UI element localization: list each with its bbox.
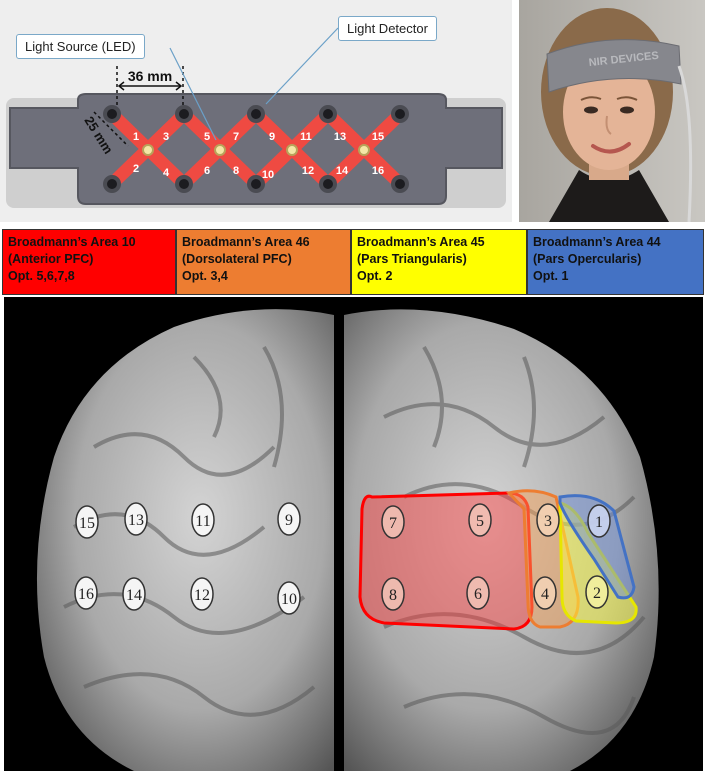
brain-optode-1: 1 <box>587 504 611 538</box>
svg-text:8: 8 <box>389 587 397 604</box>
svg-text:2: 2 <box>593 585 601 602</box>
svg-text:9: 9 <box>285 512 293 529</box>
light-source-label: Light Source (LED) <box>16 34 145 59</box>
svg-text:13: 13 <box>128 512 144 529</box>
brain-optode-markers: 15 13 11 9 16 14 12 10 7 5 3 1 8 6 4 2 <box>74 502 611 615</box>
device-optode-label: 12 <box>302 165 314 177</box>
brain-optode-16: 16 <box>74 576 98 610</box>
brain-optode-4: 4 <box>533 576 557 610</box>
svg-text:5: 5 <box>476 513 484 530</box>
brain-optode-15: 15 <box>75 505 99 539</box>
brain-optode-11: 11 <box>191 503 215 537</box>
legend-title: Broadmann’s Area 10 <box>8 235 136 249</box>
brain-optode-14: 14 <box>122 577 146 611</box>
legend-area-44: Broadmann’s Area 44 (Pars Opercularis) O… <box>527 229 704 295</box>
left-hemisphere <box>36 309 335 771</box>
device-optode-label: 15 <box>372 131 384 143</box>
svg-text:3: 3 <box>544 513 552 530</box>
svg-text:11: 11 <box>195 513 210 530</box>
device-optode-label: 9 <box>269 131 275 143</box>
device-optode-label: 6 <box>204 165 210 177</box>
person-illustration: NIR DEVICES <box>519 0 705 222</box>
device-optode-label: 2 <box>133 163 139 175</box>
legend-title: Broadmann’s Area 46 <box>182 235 310 249</box>
brain-optode-8: 8 <box>381 577 405 611</box>
legend-subtitle: (Pars Opercularis) <box>533 252 642 266</box>
legend-area-46: Broadmann’s Area 46 (Dorsolateral PFC) O… <box>176 229 351 295</box>
legend-subtitle: (Dorsolateral PFC) <box>182 252 292 266</box>
device-optode-label: 13 <box>334 131 346 143</box>
legend-optodes: Opt. 1 <box>533 269 569 283</box>
brain-optode-12: 12 <box>190 577 214 611</box>
device-optode-label: 14 <box>336 165 349 177</box>
gyri-texture <box>63 345 646 735</box>
legend-optodes: Opt. 2 <box>357 269 393 283</box>
right-hemisphere <box>344 309 659 771</box>
device-optode-label: 11 <box>300 131 312 143</box>
svg-text:1: 1 <box>595 514 603 531</box>
brain-image: 15 13 11 9 16 14 12 10 7 5 3 1 8 6 4 2 <box>4 297 703 771</box>
detector-holes <box>103 105 409 193</box>
legend-subtitle: (Pars Triangularis) <box>357 252 467 266</box>
brain-optode-3: 3 <box>536 503 560 537</box>
svg-text:16: 16 <box>78 586 94 603</box>
area-legend: Broadmann’s Area 10 (Anterior PFC) Opt. … <box>2 229 704 297</box>
svg-text:6: 6 <box>474 586 482 603</box>
led-sources <box>142 144 370 156</box>
brain-optode-7: 7 <box>381 505 405 539</box>
device-optode-label: 3 <box>163 131 169 143</box>
svg-text:15: 15 <box>79 515 95 532</box>
callout-lines <box>169 27 339 141</box>
svg-text:10: 10 <box>281 591 297 608</box>
person-photo: NIR DEVICES <box>519 0 705 222</box>
device-optode-label: 1 <box>133 131 139 143</box>
legend-area-45: Broadmann’s Area 45 (Pars Triangularis) … <box>351 229 527 295</box>
svg-text:12: 12 <box>194 587 210 604</box>
device-optode-numbers: 1 2 3 4 5 6 7 8 9 10 11 12 13 14 15 16 <box>133 131 384 181</box>
device-optode-label: 8 <box>233 165 239 177</box>
device-photo: 1 2 3 4 5 6 7 8 9 10 11 12 13 14 15 16 3… <box>0 0 512 222</box>
legend-optodes: Opt. 3,4 <box>182 269 228 283</box>
legend-title: Broadmann’s Area 44 <box>533 235 661 249</box>
legend-optodes: Opt. 5,6,7,8 <box>8 269 75 283</box>
legend-area-10: Broadmann’s Area 10 (Anterior PFC) Opt. … <box>2 229 176 295</box>
svg-text:14: 14 <box>126 587 142 604</box>
device-optode-label: 16 <box>372 165 384 177</box>
brain-optode-10: 10 <box>277 581 301 615</box>
legend-title: Broadmann’s Area 45 <box>357 235 485 249</box>
device-optode-label: 5 <box>204 131 210 143</box>
area-44-region <box>558 494 636 600</box>
brain-optode-6: 6 <box>466 576 490 610</box>
device-optode-label: 4 <box>163 167 170 179</box>
svg-text:7: 7 <box>389 515 397 532</box>
brain-optode-5: 5 <box>468 503 492 537</box>
device-optode-label: 10 <box>262 169 274 181</box>
device-optode-label: 7 <box>233 131 239 143</box>
brain-optode-2: 2 <box>585 575 609 609</box>
dimension-horizontal: 36 mm <box>128 68 172 84</box>
light-detector-label: Light Detector <box>338 16 437 41</box>
device-body <box>9 93 503 205</box>
svg-text:4: 4 <box>541 586 549 603</box>
brain-optode-9: 9 <box>277 502 301 536</box>
brain-optode-13: 13 <box>124 502 148 536</box>
brain-illustration: 15 13 11 9 16 14 12 10 7 5 3 1 8 6 4 2 <box>4 297 703 771</box>
legend-subtitle: (Anterior PFC) <box>8 252 94 266</box>
